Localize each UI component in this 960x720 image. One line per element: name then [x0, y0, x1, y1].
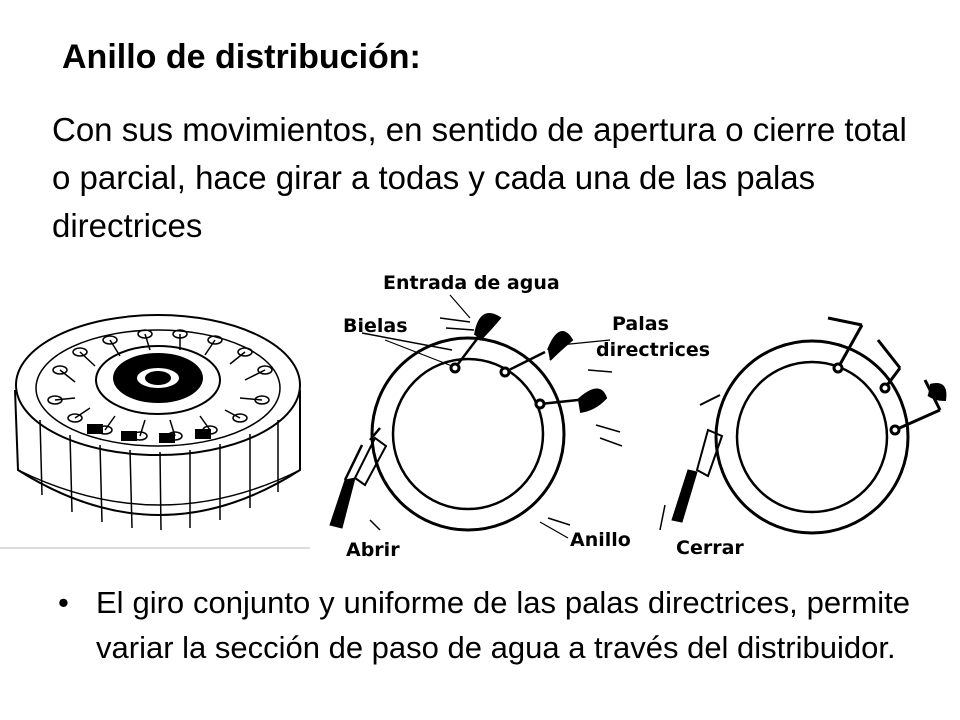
bullet-item: • El giro conjunto y uniforme de las pal…	[58, 580, 910, 670]
distributor-figure: Entrada de agua Bielas Palas directrices…	[0, 272, 947, 561]
label-bielas: Bielas	[343, 315, 408, 337]
label-cerrar: Cerrar	[676, 537, 744, 559]
label-entrada-de-agua: Entrada de agua	[383, 272, 560, 294]
open-diagram	[329, 313, 623, 532]
label-abrir: Abrir	[346, 539, 400, 561]
label-directrices: directrices	[596, 339, 710, 361]
intro-text: Con sus movimientos, en sentido de apert…	[52, 111, 907, 244]
leader-lines	[384, 294, 611, 539]
distributor-3d-illustration	[14, 314, 301, 531]
label-palas: Palas	[612, 313, 669, 335]
close-diagram	[659, 316, 947, 535]
bullet-text: El giro conjunto y uniforme de las palas…	[96, 585, 910, 665]
bullet-marker: •	[58, 585, 69, 620]
label-anillo: Anillo	[570, 529, 631, 551]
slide-title: Anillo de distribución:	[62, 38, 421, 76]
